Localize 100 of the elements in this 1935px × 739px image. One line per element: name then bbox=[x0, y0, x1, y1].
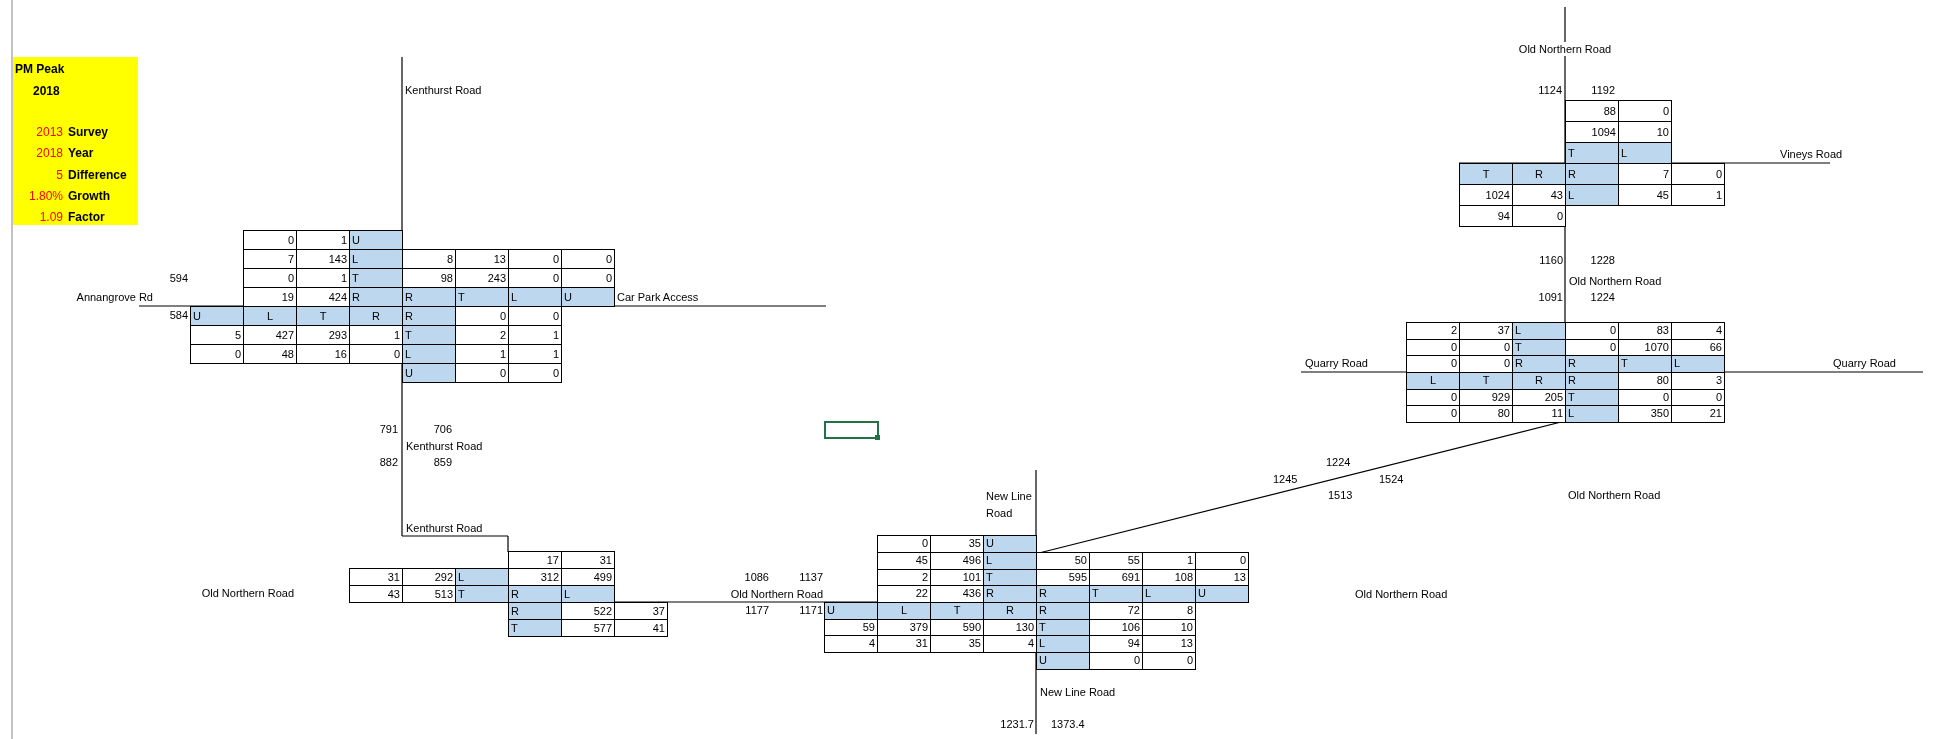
volume-total: 584 bbox=[169, 308, 188, 322]
count-cell: 0 bbox=[349, 344, 403, 364]
movement-header-cell: U bbox=[190, 306, 244, 326]
count-cell: 94 bbox=[1459, 205, 1513, 227]
count-cell: 0 bbox=[1671, 163, 1725, 185]
count-cell: 21 bbox=[1671, 405, 1725, 424]
count-cell: 5 bbox=[190, 325, 244, 345]
movement-header-cell: R bbox=[983, 602, 1037, 620]
info-panel bbox=[13, 57, 138, 225]
volume-total: 1171 bbox=[799, 603, 823, 617]
volume-total: 1160 bbox=[1539, 253, 1563, 267]
movement-header-cell: R bbox=[349, 287, 403, 307]
volume-total: 594 bbox=[169, 271, 188, 285]
movement-header-cell: L bbox=[561, 585, 615, 603]
movement-header-cell: L bbox=[1142, 585, 1196, 603]
movement-header-cell: T bbox=[349, 268, 403, 288]
count-cell: 0 bbox=[508, 363, 562, 383]
parameter-value: 1.80% bbox=[28, 188, 63, 204]
count-cell: 0 bbox=[1142, 652, 1196, 670]
road-name: Quarry Road bbox=[1833, 356, 1896, 370]
movement-header-cell: L bbox=[349, 249, 403, 269]
road-name: Car Park Access bbox=[617, 290, 699, 304]
road-name: Kenthurst Road bbox=[405, 83, 482, 97]
count-cell: 1094 bbox=[1565, 121, 1619, 143]
movement-header-cell: R bbox=[1565, 355, 1619, 373]
volume-total: 706 bbox=[433, 422, 452, 436]
parameter-name: Growth bbox=[68, 188, 110, 204]
movement-header-cell: T bbox=[1089, 585, 1143, 603]
road-name: New Line Road bbox=[1040, 685, 1116, 699]
movement-header-cell: T bbox=[1459, 163, 1513, 185]
road-name: New Line Road bbox=[986, 489, 1033, 521]
movement-header-cell: U bbox=[1195, 585, 1249, 603]
road-name: Kenthurst Road bbox=[406, 439, 483, 453]
parameter-name: Survey bbox=[68, 125, 109, 140]
year-label: 2018 bbox=[33, 84, 60, 99]
movement-header-cell: L bbox=[1036, 635, 1090, 654]
parameter-value: 5 bbox=[56, 167, 63, 183]
count-cell: 0 bbox=[877, 535, 931, 553]
volume-total: 1192 bbox=[1591, 83, 1615, 97]
road-name: Annangrove Rd bbox=[76, 290, 153, 304]
movement-header-cell: R bbox=[508, 585, 562, 603]
movement-header-cell: L bbox=[1671, 355, 1725, 373]
count-cell: 17 bbox=[508, 551, 562, 569]
count-cell: 37 bbox=[614, 602, 668, 620]
movement-header-cell: L bbox=[1565, 405, 1619, 424]
parameter-name: Difference bbox=[68, 167, 127, 183]
volume-total: 1177 bbox=[745, 603, 769, 617]
movement-header-cell: L bbox=[877, 602, 931, 620]
volume-total: 859 bbox=[433, 455, 452, 469]
movement-header-cell: L bbox=[1618, 142, 1672, 164]
road-name: Vineys Road bbox=[1780, 147, 1843, 161]
movement-header-cell: R bbox=[349, 306, 403, 326]
movement-header-cell: U bbox=[349, 230, 403, 250]
volume-total: 1231.7 bbox=[1000, 717, 1034, 731]
movement-header-cell: R bbox=[1036, 602, 1090, 620]
count-cell: 0 bbox=[1618, 100, 1672, 122]
count-cell: 0 bbox=[561, 249, 615, 269]
movement-header-cell: R bbox=[983, 585, 1037, 603]
volume-total: 1224 bbox=[1590, 290, 1615, 304]
count-cell: 4 bbox=[1671, 321, 1725, 340]
movement-header-cell: U bbox=[561, 287, 615, 307]
movement-header-cell: R bbox=[1036, 585, 1090, 603]
movement-header-cell: L bbox=[243, 306, 297, 326]
road-name: Old Northern Road bbox=[1569, 274, 1662, 288]
movement-header-cell: T bbox=[1459, 372, 1513, 390]
volume-total: 1245 bbox=[1273, 472, 1298, 486]
parameter-value: 1.09 bbox=[39, 210, 63, 226]
movement-header-cell: L bbox=[508, 287, 562, 307]
movement-header-cell: T bbox=[455, 585, 509, 603]
movement-header-cell: T bbox=[1565, 142, 1619, 164]
count-cell: 0 bbox=[243, 268, 297, 288]
movement-header-cell: R bbox=[508, 602, 562, 620]
movement-header-cell: R bbox=[1512, 372, 1566, 390]
volume-total: 1513 bbox=[1328, 488, 1353, 502]
volume-total: 1091 bbox=[1538, 290, 1563, 304]
movement-header-cell: T bbox=[1618, 355, 1672, 373]
count-cell: 0 bbox=[190, 344, 244, 364]
parameter-name: Year bbox=[68, 146, 94, 162]
volume-total: 1124 bbox=[1538, 83, 1562, 97]
movement-header-cell: T bbox=[930, 602, 984, 620]
volume-total: 1224 bbox=[1326, 455, 1351, 469]
volume-total: 1524 bbox=[1379, 472, 1404, 486]
count-cell: 31 bbox=[349, 568, 403, 586]
count-cell: 4 bbox=[824, 635, 878, 654]
count-cell: 0 bbox=[1406, 355, 1460, 373]
movement-header-cell: L bbox=[1406, 372, 1460, 390]
count-cell: 0 bbox=[243, 230, 297, 250]
movement-header-cell: U bbox=[824, 602, 878, 620]
count-cell: 2 bbox=[1406, 321, 1460, 340]
parameter-value: 2018 bbox=[36, 146, 63, 162]
movement-header-cell: L bbox=[1512, 321, 1566, 340]
volume-total: 791 bbox=[379, 422, 398, 436]
count-cell: 43 bbox=[349, 585, 403, 603]
count-cell: 1024 bbox=[1459, 184, 1513, 206]
movement-header-cell: R bbox=[402, 306, 456, 326]
movement-header-cell: U bbox=[1036, 652, 1090, 670]
volume-total: 1137 bbox=[799, 570, 823, 584]
road-name: Kenthurst Road bbox=[406, 521, 483, 535]
parameter-name: Factor bbox=[68, 210, 105, 226]
movement-header-cell: U bbox=[402, 363, 456, 383]
